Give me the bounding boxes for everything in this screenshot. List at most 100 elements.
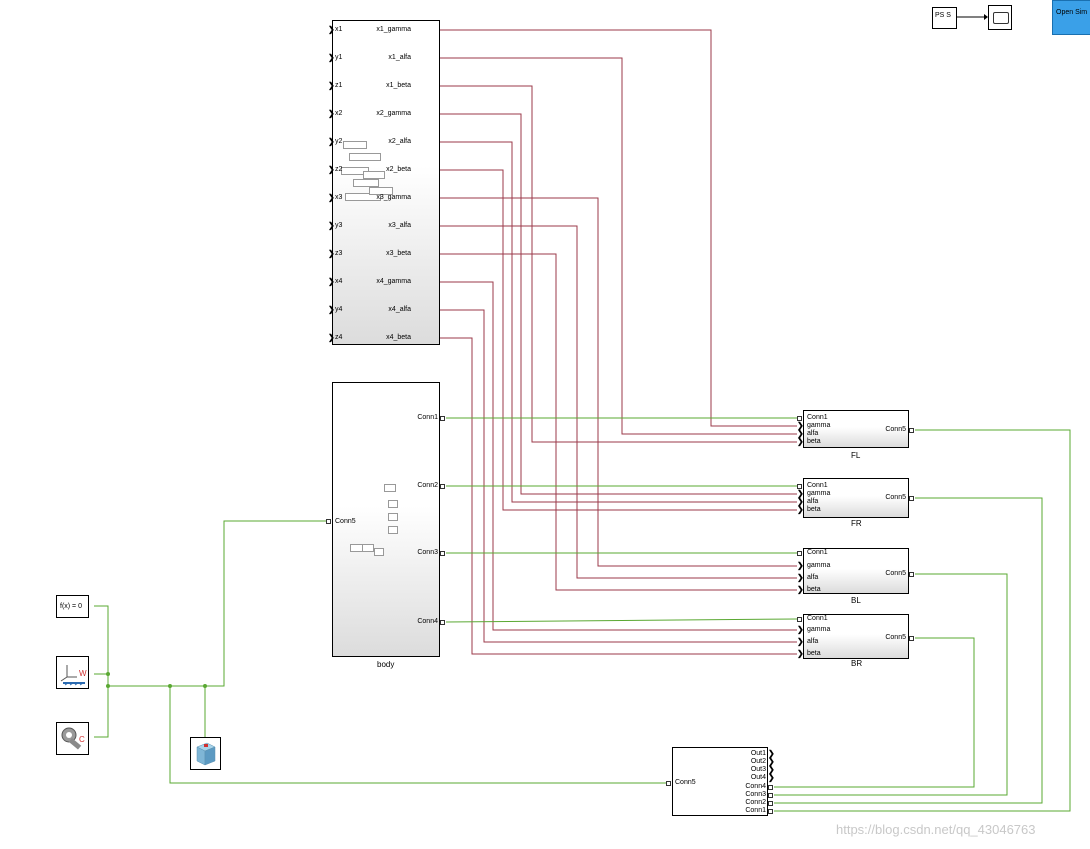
leg-conn1-port[interactable]: [797, 484, 802, 489]
sensor-conn-label: Conn2: [745, 799, 766, 806]
leg-to-sensor-line[interactable]: [774, 573, 1008, 796]
leg-conn1-port[interactable]: [797, 551, 802, 556]
leg-port-label: Conn1: [807, 482, 828, 489]
ik-signal-line[interactable]: [440, 29, 797, 427]
ik-input-arrow[interactable]: ❯: [328, 25, 335, 34]
scope-block[interactable]: [988, 5, 1012, 30]
sensor-output-arrow[interactable]: ❯: [768, 757, 775, 766]
ik-signal-line[interactable]: [440, 197, 797, 567]
body-right-port[interactable]: [440, 551, 445, 556]
ik-signal-line[interactable]: [440, 141, 797, 503]
body-right-port[interactable]: [440, 620, 445, 625]
leg-input-arrow[interactable]: ❯: [797, 585, 804, 594]
sensor-output-arrow[interactable]: ❯: [768, 749, 775, 758]
ik-input-arrow[interactable]: ❯: [328, 193, 335, 202]
ik-input-arrow[interactable]: ❯: [328, 137, 335, 146]
solver-label: f(x) = 0: [60, 603, 82, 610]
connection-lines: [94, 14, 1071, 812]
world-to-sensor-line[interactable]: [169, 686, 666, 784]
ik-output-label: x3_beta: [386, 250, 411, 257]
leg-output-label: Conn5: [885, 570, 906, 577]
leg-input-arrow[interactable]: ❯: [797, 489, 804, 498]
leg-input-arrow[interactable]: ❯: [797, 649, 804, 658]
leg-port-label: gamma: [807, 562, 831, 569]
sensor-subsystem-block[interactable]: [672, 747, 768, 816]
ik-output-label: x1_beta: [386, 82, 411, 89]
ps-simulink-converter-block[interactable]: PS S: [932, 7, 957, 29]
body-right-port-label: Conn1: [417, 414, 438, 421]
ik-input-arrow[interactable]: ❯: [328, 109, 335, 118]
world-frame-block[interactable]: W: [56, 656, 89, 689]
ik-input-arrow[interactable]: ❯: [328, 277, 335, 286]
leg-conn5-port[interactable]: [909, 428, 914, 433]
sensor-output-label: Out4: [750, 774, 766, 781]
ik-input-arrow[interactable]: ❯: [328, 221, 335, 230]
ik-input-arrow[interactable]: ❯: [328, 333, 335, 342]
ik-preview-element: [353, 179, 379, 187]
solid-block[interactable]: [190, 737, 221, 770]
leg-port-label: beta: [807, 650, 821, 657]
sensor-conn5-port[interactable]: [666, 781, 671, 786]
body-right-port[interactable]: [440, 484, 445, 489]
ik-input-arrow[interactable]: ❯: [328, 53, 335, 62]
leg-conn1-port[interactable]: [797, 416, 802, 421]
ik-signal-line[interactable]: [440, 225, 797, 579]
ik-input-label: z3: [335, 250, 343, 257]
leg-conn5-port[interactable]: [909, 572, 914, 577]
leg-port-label: alfa: [807, 574, 819, 581]
body-right-port[interactable]: [440, 416, 445, 421]
solver-configuration-block[interactable]: f(x) = 0: [56, 595, 89, 618]
config-label: C: [79, 735, 85, 744]
body-conn5-port[interactable]: [326, 519, 331, 524]
ik-signal-line[interactable]: [440, 57, 797, 435]
leg-conn1-port[interactable]: [797, 617, 802, 622]
sensor-output-arrow[interactable]: ❯: [768, 773, 775, 782]
leg-input-arrow[interactable]: ❯: [797, 625, 804, 634]
solver-line[interactable]: [94, 605, 109, 686]
ik-input-arrow[interactable]: ❯: [328, 249, 335, 258]
leg-input-arrow[interactable]: ❯: [797, 561, 804, 570]
ik-signal-line[interactable]: [440, 253, 797, 591]
leg-block-br[interactable]: [803, 614, 909, 659]
mechanism-configuration-block[interactable]: C: [56, 722, 89, 755]
ik-signal-line[interactable]: [440, 281, 797, 631]
leg-block-fl[interactable]: [803, 410, 909, 448]
ik-input-arrow[interactable]: ❯: [328, 305, 335, 314]
leg-input-arrow[interactable]: ❯: [797, 429, 804, 438]
leg-conn5-port[interactable]: [909, 496, 914, 501]
leg-conn5-port[interactable]: [909, 636, 914, 641]
config-line[interactable]: [94, 686, 109, 738]
world-frame-icon: [60, 665, 85, 686]
ik-signal-line[interactable]: [440, 113, 797, 495]
leg-input-arrow[interactable]: ❯: [797, 421, 804, 430]
leg-input-arrow[interactable]: ❯: [797, 505, 804, 514]
open-simulation-button[interactable]: Open Sim: [1052, 0, 1090, 35]
leg-block-name: BL: [851, 596, 861, 605]
sensor-conn-label: Conn1: [745, 807, 766, 814]
sensor-conn-port[interactable]: [768, 785, 773, 790]
leg-block-fr[interactable]: [803, 478, 909, 518]
leg-input-arrow[interactable]: ❯: [797, 497, 804, 506]
leg-to-sensor-line[interactable]: [774, 637, 975, 788]
inverse-kinematics-block[interactable]: [332, 20, 440, 345]
leg-input-arrow[interactable]: ❯: [797, 637, 804, 646]
ik-signal-line[interactable]: [440, 337, 797, 655]
sensor-conn-port[interactable]: [768, 809, 773, 814]
sensor-output-arrow[interactable]: ❯: [768, 765, 775, 774]
leg-to-sensor-line[interactable]: [774, 429, 1071, 812]
sensor-conn-port[interactable]: [768, 801, 773, 806]
world-to-body-line[interactable]: [108, 520, 326, 687]
leg-to-sensor-line[interactable]: [774, 497, 1043, 804]
sensor-conn-port[interactable]: [768, 793, 773, 798]
ik-input-arrow[interactable]: ❯: [328, 81, 335, 90]
leg-input-arrow[interactable]: ❯: [797, 437, 804, 446]
body-block[interactable]: [332, 382, 440, 657]
ik-signal-line[interactable]: [440, 169, 797, 511]
leg-block-bl[interactable]: [803, 548, 909, 594]
body-to-leg-line[interactable]: [445, 618, 798, 623]
ik-signal-line[interactable]: [440, 85, 797, 443]
ik-signal-line[interactable]: [440, 309, 797, 643]
leg-input-arrow[interactable]: ❯: [797, 573, 804, 582]
ik-input-arrow[interactable]: ❯: [328, 165, 335, 174]
